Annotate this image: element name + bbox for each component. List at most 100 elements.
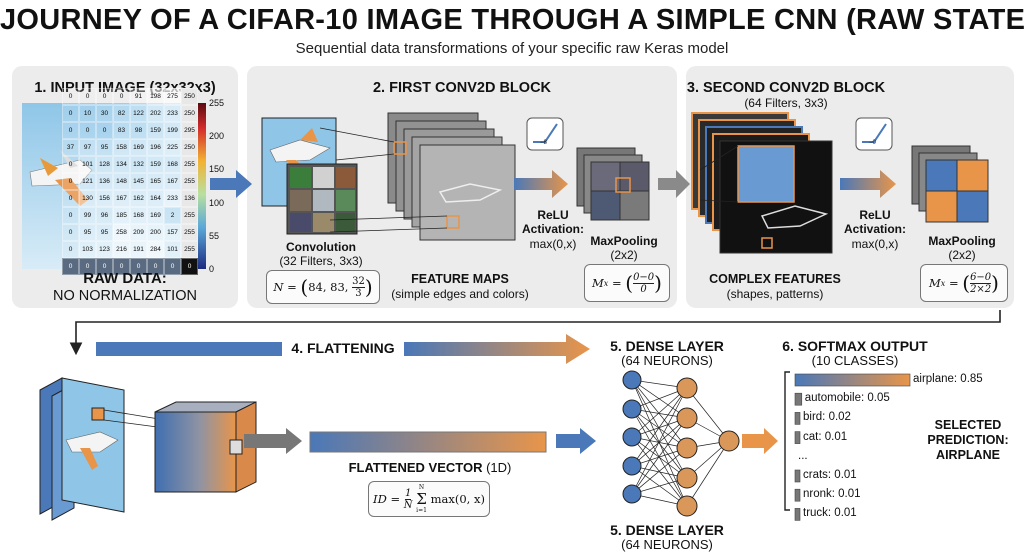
neuron	[676, 437, 698, 459]
pixel-value: 82	[113, 105, 130, 122]
softmax-title: 6. SOFTMAX OUTPUT	[782, 338, 928, 354]
arrow-vector-to-dense	[556, 428, 596, 454]
conv1-filter-tiles	[286, 163, 358, 235]
arrow-input-to-conv1	[210, 170, 252, 198]
pixel-value: 132	[130, 156, 147, 173]
pixel-value: 255	[181, 241, 198, 258]
dense-title-bottom: 5. DENSE LAYER	[610, 522, 724, 538]
pixel-value: 97	[79, 139, 96, 156]
page-subtitle: Sequential data transformations of your …	[295, 40, 729, 57]
neuron	[622, 427, 642, 447]
flattened-vector-label: FLATTENED VECTOR (1D)	[330, 460, 530, 475]
dense-connection	[631, 408, 688, 449]
flatten-sum-bottom: i=1	[416, 506, 427, 514]
n-formula-den: 3	[355, 287, 362, 299]
maxpool1-sub: (2x2)	[610, 248, 638, 262]
m2-lhs: M	[929, 276, 941, 290]
airplane-icon	[29, 150, 93, 206]
flatten-sum-top: N	[418, 483, 425, 491]
pixel-value: 159	[147, 156, 164, 173]
n-formula-lhs: N =	[273, 280, 297, 294]
dense-title-top: 5. DENSE LAYER	[610, 338, 724, 354]
selected-line-1: SELECTED	[934, 418, 1002, 432]
dense-connection	[631, 387, 688, 467]
softmax-class-label: automobile: 0.05	[804, 392, 890, 405]
softmax-bar	[794, 508, 801, 521]
complex-features-sub: (shapes, patterns)	[726, 287, 824, 301]
selected-line-2: PREDICTION:	[927, 433, 1009, 447]
softmax-class-label: bird: 0.02	[803, 411, 851, 424]
softmax-bar	[794, 431, 801, 444]
conv2-sub: (64 Filters, 3x3)	[744, 96, 828, 110]
pixel-value: 202	[147, 105, 164, 122]
m1-num: 0−0	[633, 271, 655, 284]
n-formula-args: 84, 83,	[308, 280, 349, 294]
pixel-value: 209	[130, 224, 147, 241]
pixel-value: 0	[62, 224, 79, 241]
complex-features-label: COMPLEX FEATURES	[709, 272, 841, 286]
pixel-value: 103	[79, 241, 96, 258]
pixel-value: 225	[164, 139, 181, 156]
pixel-value: 0	[62, 258, 79, 275]
pixel-value: 0	[96, 88, 113, 105]
pixel-value: 122	[130, 105, 147, 122]
pixel-value: 37	[62, 139, 79, 156]
relu1-label: ReLU	[537, 208, 569, 222]
arrow-to-relu2	[840, 170, 896, 198]
softmax-class-label: nronk: 0.01	[803, 488, 861, 501]
flattening-bar-left	[96, 342, 282, 356]
dense-sub-bottom: (64 NEURONS)	[621, 537, 713, 552]
conv1-title: 2. FIRST CONV2D BLOCK	[372, 80, 552, 96]
relu2-activation: Activation:	[843, 222, 906, 236]
pixel-value: 101	[164, 241, 181, 258]
dense-connection	[631, 379, 688, 419]
pixel-value: 0	[62, 190, 79, 207]
pixel-value: 185	[113, 207, 130, 224]
dense-connection	[686, 440, 730, 507]
pixel-value: 275	[164, 88, 181, 105]
pixel-value: 169	[130, 139, 147, 156]
m1-sub: x	[603, 278, 609, 288]
pixel-value: 169	[147, 207, 164, 224]
pixel-value: 0	[62, 88, 79, 105]
pixel-value: 148	[113, 173, 130, 190]
colorbar-tick: 150	[209, 164, 225, 175]
neuron	[676, 467, 698, 489]
pixel-value: 250	[181, 88, 198, 105]
pixel-value: 0	[147, 258, 164, 275]
flatten-formula-body: max(0, x)	[430, 492, 485, 506]
selected-prediction: SELECTED PREDICTION: AIRPLANE	[918, 418, 1018, 463]
pixel-value: 95	[96, 139, 113, 156]
pixel-value: 158	[113, 139, 130, 156]
pixel-value: 2	[164, 207, 181, 224]
m2-num: 6−0	[970, 271, 992, 284]
convolution-sub: (32 Filters, 3x3)	[279, 254, 363, 268]
conv2-title: 3. SECOND CONV2D BLOCK	[686, 80, 886, 96]
flattened-vector-title: FLATTENED VECTOR	[348, 460, 483, 475]
pixel-value: 0	[164, 258, 181, 275]
pixel-value: 134	[113, 156, 130, 173]
pixel-value: 258	[113, 224, 130, 241]
arrow-cube-to-vector	[244, 428, 302, 454]
pixel-value: 95	[96, 224, 113, 241]
pixel-value: 156	[96, 190, 113, 207]
pixel-value: 233	[164, 190, 181, 207]
neuron	[676, 495, 698, 517]
pixel-value: 198	[147, 88, 164, 105]
pixel-value: 157	[164, 224, 181, 241]
pixel-value: 250	[181, 105, 198, 122]
maxpool2-sub: (2x2)	[948, 248, 976, 262]
pixel-value: 136	[96, 173, 113, 190]
colorbar-tick: 200	[209, 131, 225, 142]
dense-connection	[631, 387, 688, 495]
dense-connection	[686, 387, 730, 442]
pixel-value: 255	[181, 156, 198, 173]
flatten-input-stack	[39, 377, 166, 521]
pixel-value: 196	[147, 139, 164, 156]
convolution-label: Convolution	[286, 240, 356, 254]
